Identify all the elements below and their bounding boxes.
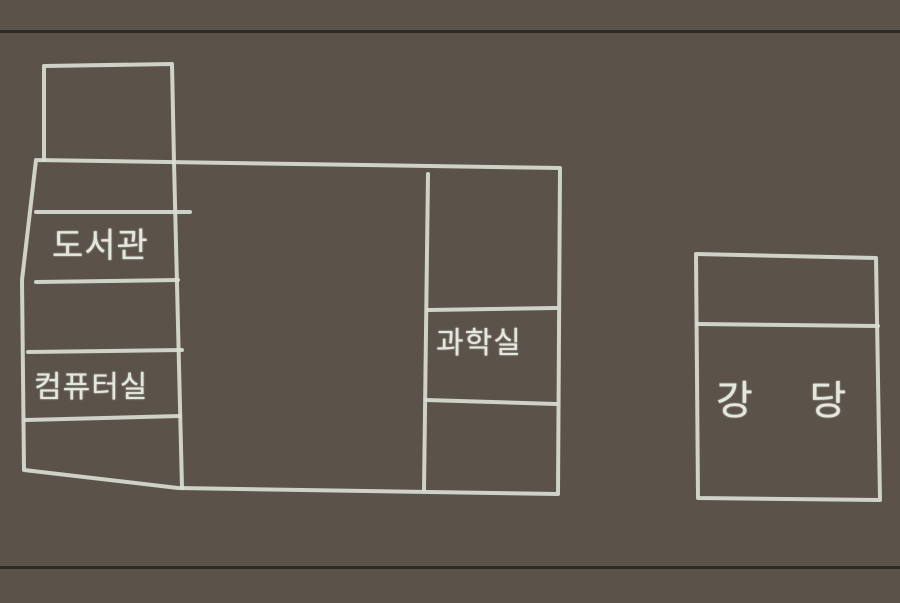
library-room-bottom (34, 278, 180, 284)
main-building-outline (20, 158, 562, 496)
board-frame-top (0, 0, 900, 33)
left-wing-wall (172, 160, 184, 490)
computer-room-label: 컴퓨터실 (34, 370, 149, 405)
auditorium-outline (694, 252, 882, 502)
auditorium-stage-line (696, 322, 880, 328)
board-frame-bottom (0, 566, 900, 603)
science-room-bottom (424, 398, 558, 406)
computer-room-bottom (24, 414, 182, 422)
computer-room-top (26, 348, 184, 354)
science-room-label: 과학실 (436, 326, 522, 361)
library-label: 도서관 (52, 226, 149, 266)
auditorium-label: 강 당 (716, 378, 869, 424)
right-wing-wall (422, 172, 430, 492)
tower-outline (42, 62, 176, 164)
science-room-top (426, 306, 558, 312)
